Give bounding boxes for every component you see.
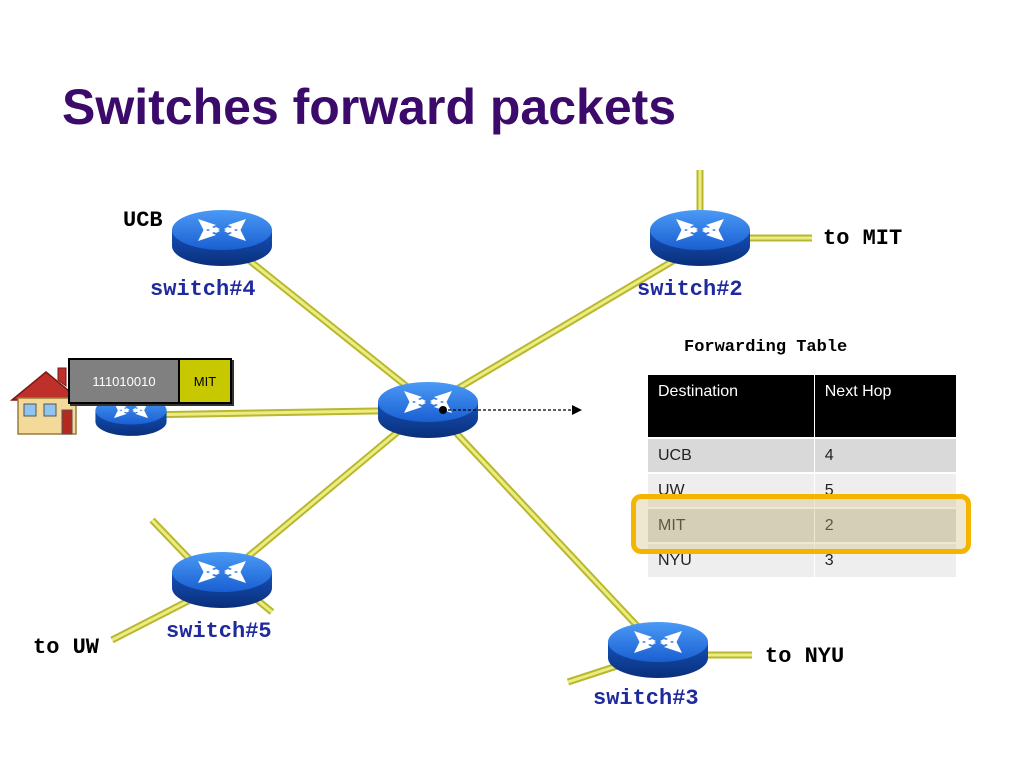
label-to-uw: to UW [33,635,100,660]
label-ucb: UCB [123,208,163,233]
cell-destination: UCB [648,437,815,473]
cell-destination: NYU [648,542,815,577]
link-center-switch3 [427,402,658,648]
link-switch5-uw [110,596,192,644]
packet-header-bits: 111010010 [70,360,180,402]
link-center-switch5 [217,402,433,583]
column-header-next-hop: Next Hop [814,375,956,438]
forwarding-table: Destination Next Hop UCB 4 UW 5 MIT 2 NY… [648,375,956,577]
label-switch2: switch#2 [637,277,743,302]
router-icon-switch3 [608,622,708,678]
label-to-mit: to MIT [823,226,902,251]
cell-destination: UW [648,472,815,508]
router-icon-switch5 [172,552,272,608]
packet: 111010010 MIT [68,358,232,404]
table-row: NYU 3 [648,542,956,577]
table-row: UCB 4 [648,437,956,473]
column-header-destination: Destination [648,375,815,438]
cell-next-hop: 3 [814,542,956,577]
packet-destination: MIT [180,360,230,402]
router-icon-switch4 [172,210,272,266]
link-center-switch4 [227,242,433,408]
table-row: MIT 2 [648,507,956,543]
link-center-switch2 [428,241,702,409]
router-icon-switch2 [650,210,750,266]
link-switch3-down [566,661,622,686]
cell-next-hop: 2 [814,507,956,543]
highlighted-row-frame [631,494,971,554]
label-switch4: switch#4 [150,277,256,302]
forwarding-table-title: Forwarding Table [684,338,848,357]
cell-next-hop: 4 [814,437,956,473]
label-switch3: switch#3 [593,686,699,711]
cell-destination: MIT [648,507,815,543]
house-icon [9,367,83,435]
cell-next-hop: 5 [814,472,956,508]
label-to-nyu: to NYU [765,644,844,669]
table-row: UW 5 [648,472,956,508]
arrow-icon [439,405,582,415]
slide-title: Switches forward packets [62,79,677,135]
label-switch5: switch#5 [166,619,272,644]
